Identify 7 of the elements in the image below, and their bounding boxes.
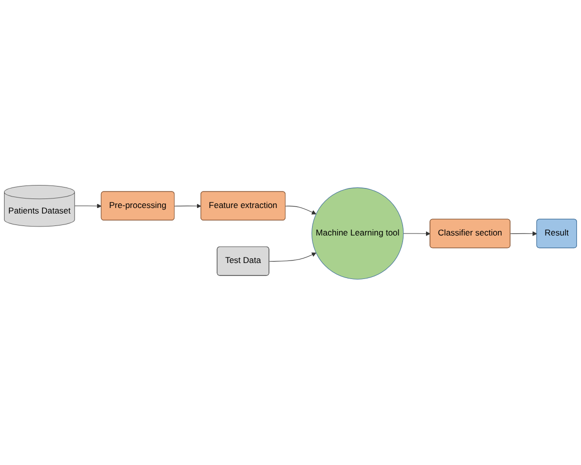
arrow (510, 232, 538, 236)
arrow (403, 232, 430, 236)
node-circle: Machine Learning tool (312, 188, 404, 280)
arrow (74, 204, 102, 209)
arrow (174, 204, 202, 209)
arrow (285, 206, 316, 215)
arrow (268, 252, 316, 262)
